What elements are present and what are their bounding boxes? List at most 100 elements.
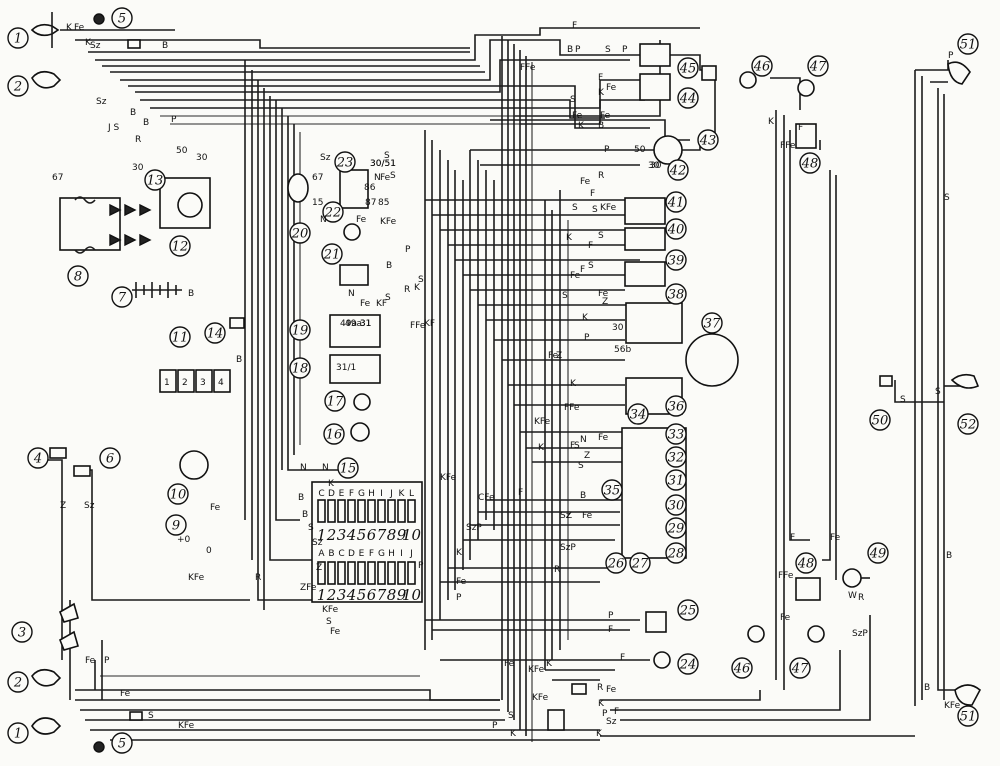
wire-label: F: [620, 653, 625, 663]
callout-circle: [324, 390, 346, 412]
callout-number: 47: [791, 662, 809, 677]
callout-number: 5: [118, 737, 126, 752]
callout-22: 22: [322, 201, 344, 223]
wire-label: K: [768, 117, 775, 127]
wire-label: 30: [648, 161, 660, 171]
wire-label: Fe: [570, 271, 581, 281]
callout-circle: [7, 75, 29, 97]
callout-circle: [169, 326, 191, 348]
wire-label: R: [597, 683, 603, 693]
wire-label: Fe: [120, 689, 131, 699]
component-17: [353, 393, 371, 411]
fuse-label: J: [389, 489, 393, 499]
callout-11: 11: [169, 326, 191, 348]
ignition-switch-10: [179, 450, 209, 480]
wire-label: P: [492, 721, 498, 731]
fuse-label: 9: [397, 586, 407, 604]
callout-number: 31: [668, 474, 685, 489]
fuse-label: 7: [377, 526, 387, 544]
wire-label: R: [404, 285, 410, 295]
callout-circle: [665, 283, 687, 305]
callout-circle: [697, 129, 719, 151]
svg-text:2: 2: [182, 378, 188, 388]
callout-circle: [111, 286, 133, 308]
callout-circle: [7, 27, 29, 49]
callout-circle: [7, 671, 29, 693]
wire-label: Fe: [606, 685, 617, 695]
battery-7-icon: [132, 282, 182, 298]
wire-label: P: [584, 333, 590, 343]
callout-19: 19: [289, 319, 311, 341]
relay-42-term: 30: [650, 161, 662, 171]
component-40: [624, 227, 666, 251]
relay-18-term: 31/1: [336, 363, 356, 373]
callout-52: 52: [957, 413, 979, 435]
wire-label: KFe: [528, 665, 545, 675]
svg-text:4: 4: [218, 378, 224, 388]
callout-46: 46: [731, 657, 753, 679]
fuse-bottom: [377, 561, 386, 585]
component-41: [624, 197, 666, 225]
callout-number: 43: [699, 134, 717, 149]
fuse-label: 5: [357, 586, 367, 604]
wire-label: S: [574, 441, 580, 451]
callout-circle: [665, 423, 687, 445]
wire-label: Z: [556, 351, 562, 361]
callout-1: 1: [7, 27, 29, 49]
wire-label: K: [510, 729, 517, 739]
fuse-label: B: [328, 549, 334, 559]
fuse-top: [327, 499, 336, 523]
fuse-bottom: [317, 561, 326, 585]
fuse-top: [407, 499, 416, 523]
callout-circle: [165, 514, 187, 536]
wire-label: B: [188, 289, 194, 299]
fuse-top: [397, 499, 406, 523]
callout-circle: [321, 243, 343, 265]
wire-label: Z: [566, 511, 572, 521]
wire-label: F: [798, 123, 803, 133]
component-38: [625, 302, 683, 344]
wire-label: S: [148, 711, 154, 721]
component-45: [639, 43, 671, 67]
callout-13: 13: [144, 169, 166, 191]
wire-label: R: [554, 565, 560, 575]
callout-7: 7: [111, 286, 133, 308]
fuse-bottom: [387, 561, 396, 585]
callout-circle: [677, 57, 699, 79]
fuse-bottom: [397, 561, 406, 585]
wire-label: 49a: [345, 319, 362, 329]
wire-label: N: [348, 289, 355, 299]
wire-label: S: [588, 261, 594, 271]
callout-number: 2: [13, 676, 22, 691]
wire-label: K: [598, 88, 605, 98]
callout-37: 37: [701, 312, 723, 334]
wire-label: B: [567, 45, 573, 55]
wire-label: Fe: [582, 511, 593, 521]
callout-number: 45: [679, 62, 697, 77]
wire-label: F: [790, 533, 795, 543]
callout-8: 8: [67, 265, 89, 287]
wire-label: F: [598, 73, 603, 83]
fuse-top: [357, 499, 366, 523]
fuse-label: H: [368, 489, 375, 499]
wire-label: 85: [378, 198, 389, 208]
callout-number: 24: [679, 658, 697, 673]
connector-48-top: [795, 123, 817, 149]
callout-circle: [665, 517, 687, 539]
wire-label: K: [582, 313, 589, 323]
wire-label: B: [298, 493, 304, 503]
wire-label: S: [935, 387, 941, 397]
callout-16: 16: [323, 423, 345, 445]
relay-23: [339, 169, 369, 209]
connector-block: [547, 709, 565, 731]
fuse-label: I: [380, 489, 383, 499]
callout-circle: [289, 222, 311, 244]
callout-number: 32: [668, 451, 685, 466]
fuse-label: 7: [377, 586, 387, 604]
wire-label: KFe: [178, 721, 195, 731]
callout-circle: [27, 447, 49, 469]
wire-label: F: [608, 625, 613, 635]
callout-38: 38: [665, 283, 687, 305]
callout-number: 34: [630, 408, 647, 423]
